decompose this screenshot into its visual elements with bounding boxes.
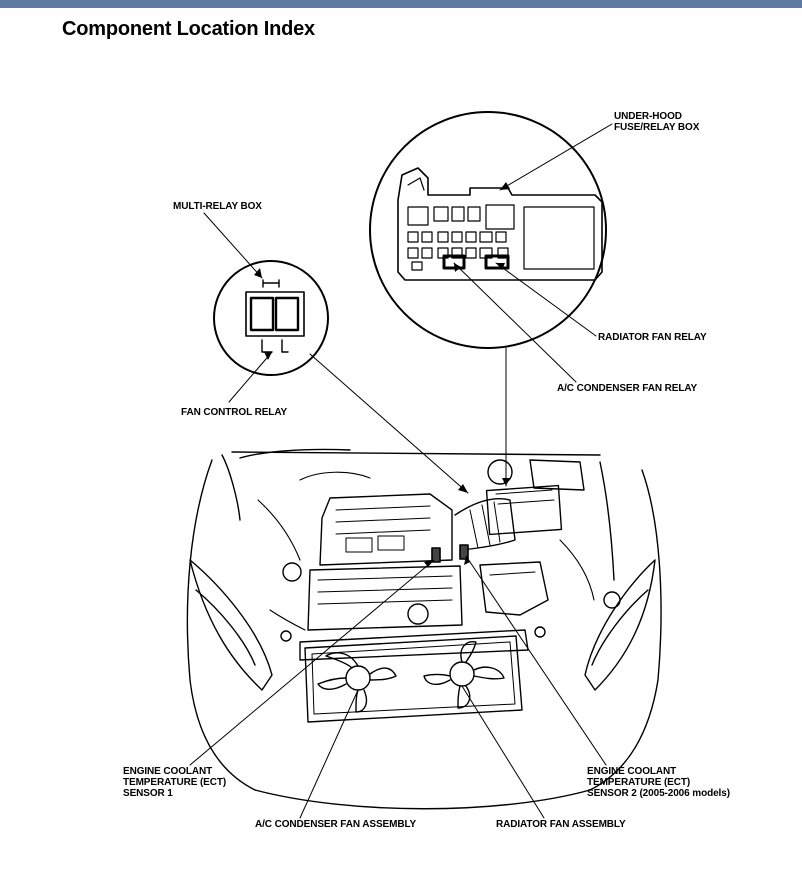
fuse-box-detail-circle bbox=[369, 111, 607, 349]
label-ac-condenser-fan-assembly: A/C CONDENSER FAN ASSEMBLY bbox=[255, 819, 417, 830]
label-ect-sensor-2: ENGINE COOLANT TEMPERATURE (ECT) SENSOR … bbox=[587, 766, 730, 799]
leader-lines bbox=[189, 123, 613, 819]
label-radiator-fan-relay: RADIATOR FAN RELAY bbox=[598, 332, 707, 343]
label-ac-condenser-fan-relay: A/C CONDENSER FAN RELAY bbox=[557, 383, 698, 394]
label-radiator-fan-assembly: RADIATOR FAN ASSEMBLY bbox=[496, 819, 626, 830]
header-bar bbox=[0, 0, 802, 8]
label-fan-control-relay: FAN CONTROL RELAY bbox=[181, 407, 288, 418]
label-multi-relay-box: MULTI-RELAY BOX bbox=[173, 201, 262, 212]
multi-relay-box-circle bbox=[213, 260, 329, 376]
car-outline bbox=[186, 448, 662, 810]
label-under-hood-fuse-relay-box: UNDER-HOOD FUSE/RELAY BOX bbox=[614, 111, 700, 133]
page-title: Component Location Index bbox=[62, 18, 315, 40]
label-ect-sensor-1: ENGINE COOLANT TEMPERATURE (ECT) SENSOR … bbox=[123, 766, 227, 799]
